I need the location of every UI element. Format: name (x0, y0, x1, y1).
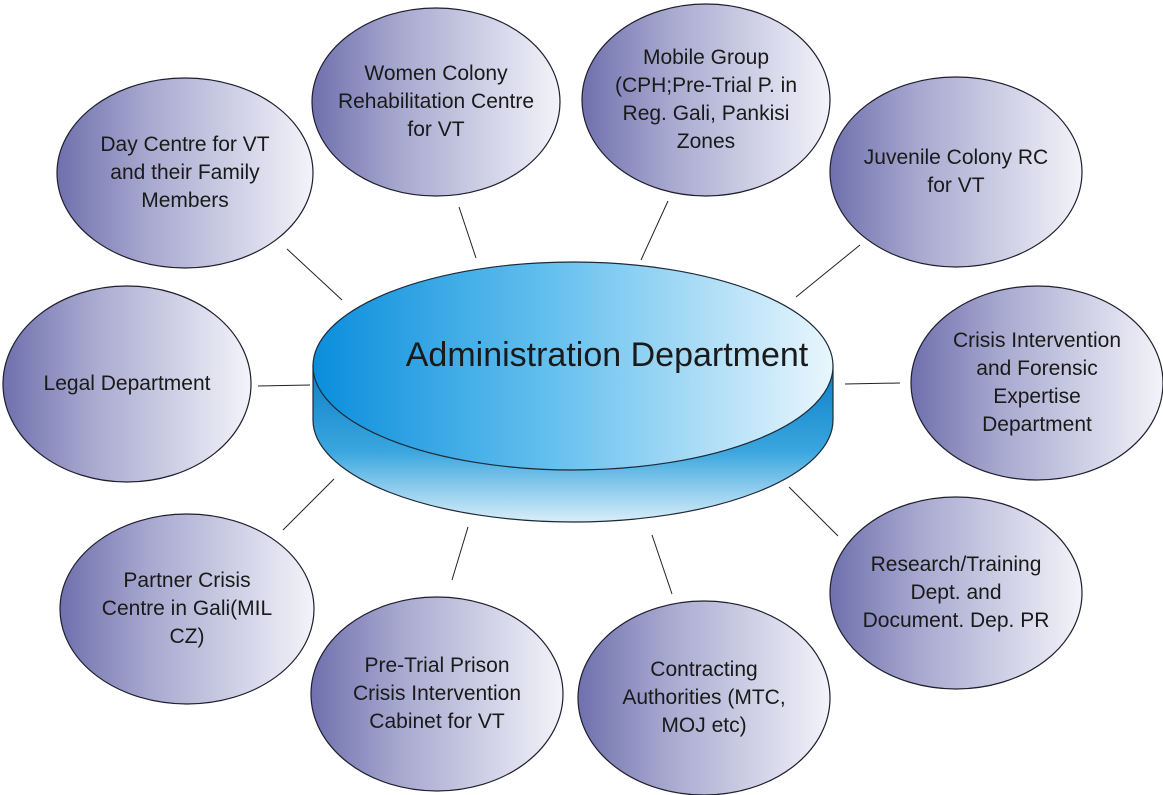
connector-day-centre (286, 248, 343, 301)
connector-mobile-group (640, 200, 669, 261)
bubble-women-colony (311, 7, 561, 197)
connector-juvenile-colony (795, 244, 861, 298)
center-disc-top (312, 261, 834, 471)
connector-crisis-intervention (844, 382, 901, 385)
bubble-legal-department (2, 285, 252, 483)
department-bubbles (2, 3, 1163, 795)
connector-women-colony (458, 206, 477, 259)
bubble-juvenile-colony (829, 76, 1083, 268)
connector-pre-trial-prison (451, 526, 469, 581)
bubble-pre-trial-prison (310, 596, 564, 792)
center-disc (312, 261, 834, 523)
bubble-research-training (829, 496, 1083, 690)
bubble-contracting-authorities (577, 600, 831, 795)
bubble-crisis-intervention (910, 285, 1163, 481)
connector-contracting-authorities (651, 534, 673, 595)
connector-partner-crisis-centre (282, 478, 335, 531)
bubble-partner-crisis-centre (59, 513, 315, 705)
bubble-mobile-group (581, 3, 831, 197)
bubble-day-centre (56, 77, 314, 269)
connector-research-training (788, 486, 839, 537)
connector-legal-department (257, 384, 311, 387)
connector-lines (257, 200, 901, 595)
